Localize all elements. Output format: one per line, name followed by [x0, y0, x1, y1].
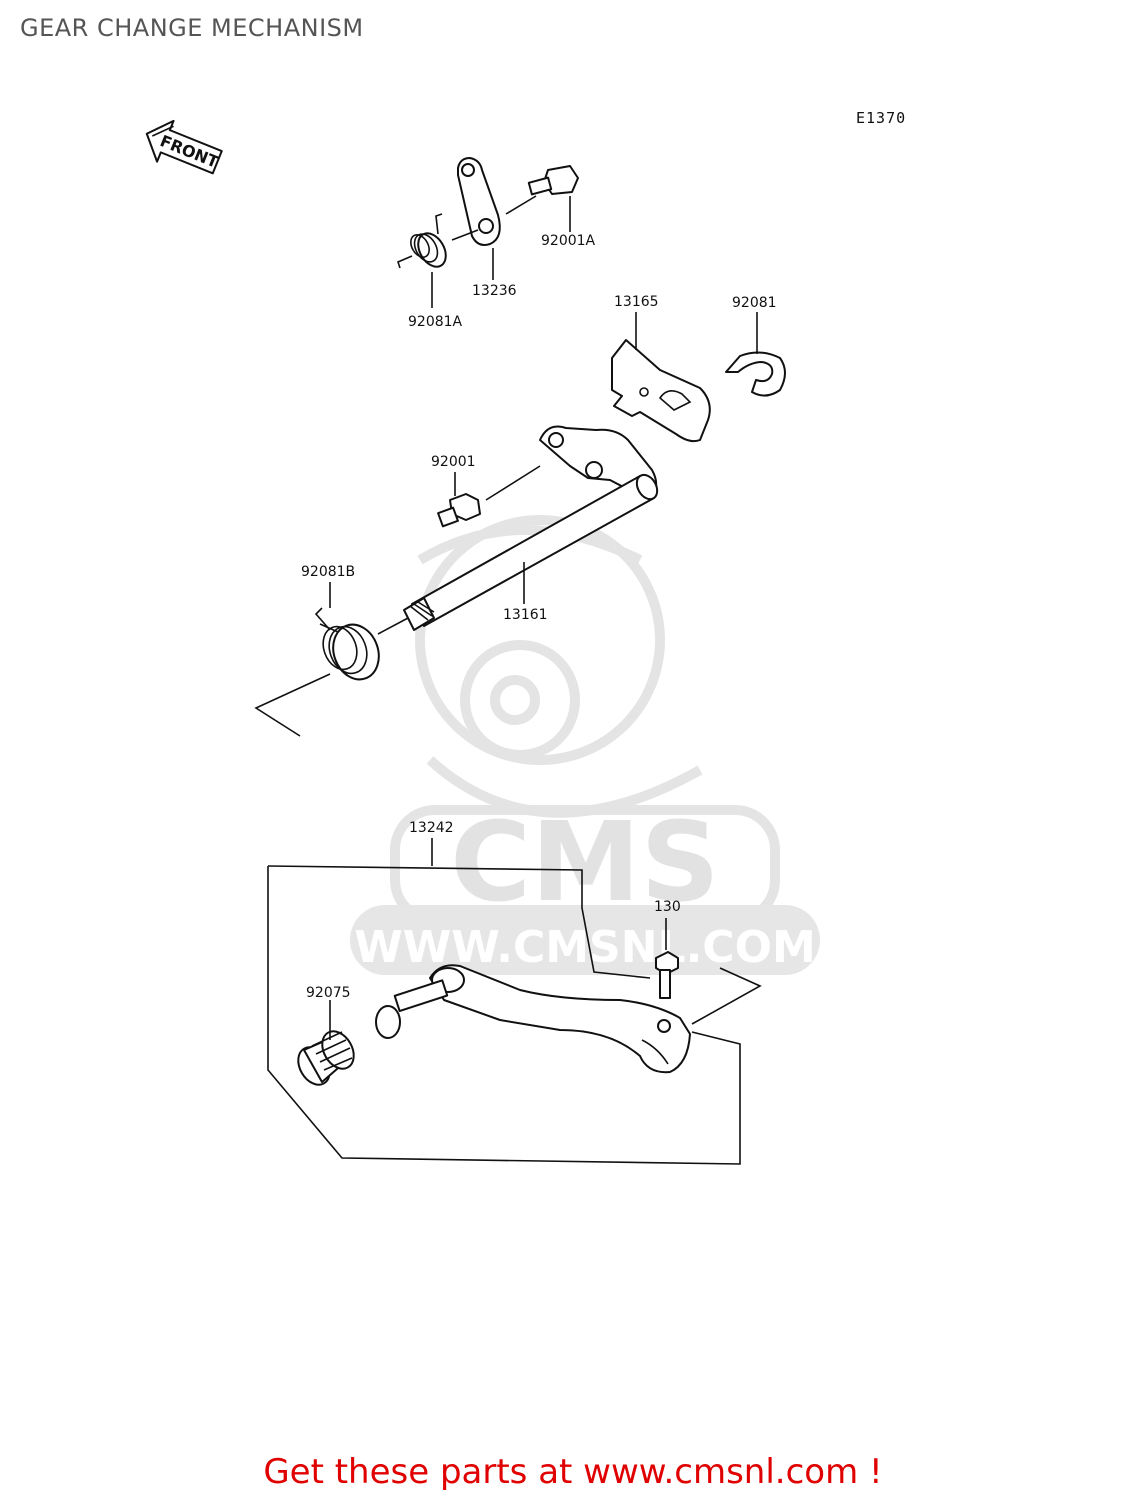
front-arrow-icon: FRONT — [145, 119, 223, 175]
label-13236: 13236 — [472, 283, 517, 299]
part-92081B-spring — [254, 582, 380, 737]
watermark-logo: CMS WWW.CMSNL.COM — [350, 515, 820, 975]
watermark-url: WWW.CMSNL.COM — [354, 922, 816, 973]
part-13161-shaft — [377, 425, 659, 635]
part-13242-pedal — [375, 964, 691, 1074]
label-13165: 13165 — [614, 294, 659, 310]
label-130: 130 — [654, 899, 681, 915]
part-92081-clip — [725, 312, 786, 397]
footer-parts-link[interactable]: Get these parts at www.cmsnl.com ! — [263, 1452, 883, 1492]
part-92001A-bolt — [527, 165, 579, 232]
label-92001A: 92001A — [541, 233, 596, 249]
label-13242: 13242 — [409, 820, 454, 836]
part-92075-rubber — [297, 1000, 355, 1086]
part-92081A-spring — [397, 213, 447, 308]
part-130-bolt — [655, 918, 679, 999]
page-title: GEAR CHANGE MECHANISM — [20, 14, 364, 42]
part-13165-bracket — [611, 312, 711, 443]
label-92075: 92075 — [306, 985, 351, 1001]
part-92001-bolt — [437, 465, 541, 528]
part-13236-plate — [451, 157, 537, 246]
part-13242-assembly-outline — [267, 838, 762, 1165]
label-13161: 13161 — [503, 607, 548, 623]
label-92081: 92081 — [732, 295, 777, 311]
label-92081A: 92081A — [408, 314, 463, 330]
label-92081B: 92081B — [301, 564, 355, 580]
diagram-code: E1370 — [856, 109, 906, 127]
label-92001: 92001 — [431, 454, 476, 470]
watermark-brand: CMS — [450, 798, 719, 926]
